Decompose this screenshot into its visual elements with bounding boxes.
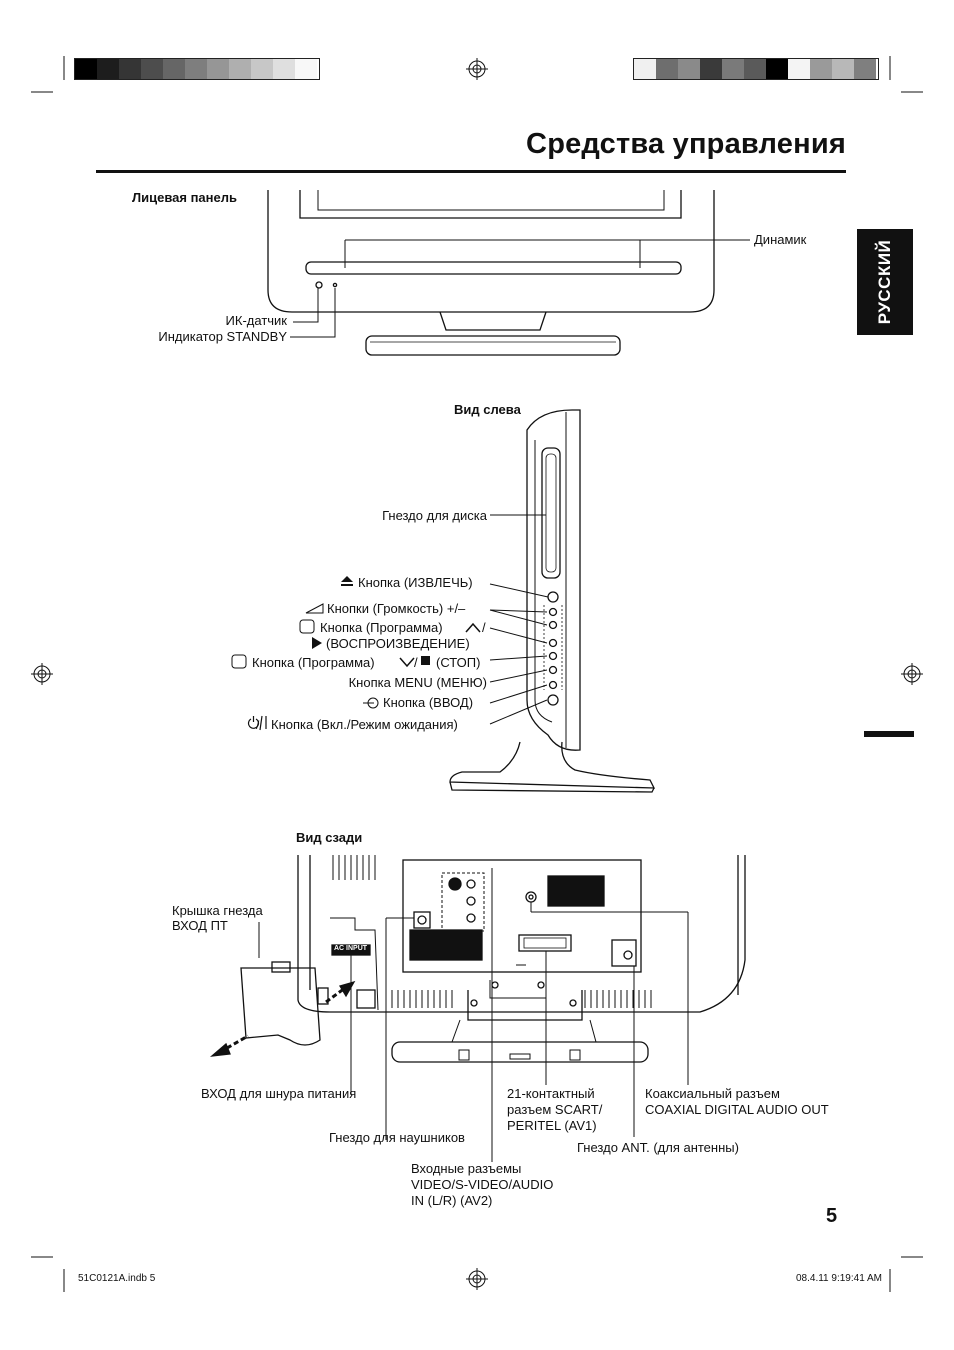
color-swatch	[185, 59, 207, 79]
registration-mark-top	[466, 58, 488, 80]
color-swatch	[97, 59, 119, 79]
footer-timestamp: 08.4.11 9:19:41 AM	[796, 1273, 882, 1284]
power-button-label: Кнопка (Вкл./Режим ожидания)	[271, 717, 458, 732]
speaker-label: Динамик	[754, 232, 807, 247]
color-swatch	[722, 59, 744, 79]
antenna-label: Гнездо ANT. (для антенны)	[577, 1140, 739, 1155]
front-tv-drawing	[267, 190, 750, 356]
scart-label-line3: PERITEL (AV1)	[507, 1118, 597, 1133]
color-swatch	[678, 59, 700, 79]
left-view-heading: Вид слева	[454, 402, 521, 417]
color-swatch	[229, 59, 251, 79]
rear-tv-drawing	[209, 855, 746, 1162]
language-label: РУССКИЙ	[875, 239, 894, 325]
color-swatch	[788, 59, 810, 79]
power-cord-label: ВХОД для шнура питания	[201, 1086, 357, 1101]
color-swatch	[207, 59, 229, 79]
color-swatch	[810, 59, 832, 79]
color-swatch	[141, 59, 163, 79]
ir-sensor-label: ИК-датчик	[225, 313, 287, 328]
section-marker	[864, 731, 914, 737]
p-button-icon-2	[231, 654, 247, 669]
color-swatch	[295, 59, 317, 79]
color-bar-left	[74, 58, 320, 80]
coax-label-line2: COAXIAL DIGITAL AUDIO OUT	[645, 1102, 829, 1117]
eject-icon	[341, 576, 353, 586]
eject-label: Кнопка (ИЗВЛЕЧЬ)	[358, 575, 473, 590]
color-swatch	[744, 59, 766, 79]
up-arrow-icon	[465, 622, 481, 633]
ac-input-marking: AC INPUT	[334, 945, 368, 952]
side-tv-drawing	[449, 409, 656, 793]
headphones-label: Гнездо для наушников	[329, 1130, 465, 1145]
rear-view-heading: Вид сзади	[296, 830, 363, 845]
standby-indicator-label: Индикатор STANDBY	[158, 329, 287, 344]
footer-file: 51C0121A.indb 5	[78, 1273, 156, 1284]
av2-label-line2: VIDEO/S-VIDEO/AUDIO	[411, 1177, 554, 1192]
slash: /	[482, 620, 486, 635]
registration-mark-left	[31, 663, 53, 685]
menu-button-label: Кнопка MENU (МЕНЮ)	[348, 675, 487, 690]
color-swatch	[854, 59, 876, 79]
scart-label-line2: разъем SCART/	[507, 1102, 603, 1117]
stop-label: (СТОП)	[436, 655, 481, 670]
color-bar-right	[633, 58, 879, 80]
color-swatch	[273, 59, 295, 79]
disc-slot-label: Гнездо для диска	[382, 508, 487, 523]
color-swatch	[656, 59, 678, 79]
coax-label-line1: Коаксиальный разъем	[645, 1086, 780, 1101]
language-tab: РУССКИЙ	[857, 229, 913, 335]
power-slash: /	[256, 718, 260, 732]
registration-mark-bottom	[466, 1268, 488, 1290]
power-icon	[247, 715, 267, 731]
av2-label-line3: IN (L/R) (AV2)	[411, 1193, 493, 1208]
registration-mark-right	[901, 663, 923, 685]
color-swatch	[75, 59, 97, 79]
slash-2: /	[414, 655, 418, 670]
stop-icon	[421, 656, 430, 665]
program-down-label: Кнопка (Программа)	[252, 655, 375, 670]
volume-icon	[305, 603, 324, 614]
front-panel-heading: Лицевая панель	[132, 190, 237, 205]
play-label: (ВОСПРОИЗВЕДЕНИЕ)	[326, 636, 470, 651]
input-button-label: Кнопка (ВВОД)	[383, 695, 474, 710]
input-icon	[363, 697, 379, 709]
color-swatch	[119, 59, 141, 79]
av2-label-line1: Входные разъемы	[411, 1161, 522, 1176]
scart-label-line1: 21-контактный	[507, 1086, 595, 1101]
down-arrow-icon	[399, 657, 415, 668]
p-button-icon	[299, 619, 315, 634]
play-icon	[312, 637, 322, 649]
color-swatch	[700, 59, 722, 79]
program-up-label: Кнопка (Программа)	[320, 620, 443, 635]
color-swatch	[832, 59, 854, 79]
color-swatch	[251, 59, 273, 79]
color-swatch	[766, 59, 788, 79]
volume-label: Кнопки (Громкость) +/–	[327, 601, 466, 616]
page-number: 5	[826, 1205, 838, 1227]
color-swatch	[163, 59, 185, 79]
cover-label-line2: ВХОД ПТ	[172, 918, 228, 933]
cover-label-line1: Крышка гнезда	[172, 903, 263, 918]
page-title: Средства управления	[526, 128, 846, 160]
color-swatch	[634, 59, 656, 79]
title-rule	[96, 170, 846, 173]
